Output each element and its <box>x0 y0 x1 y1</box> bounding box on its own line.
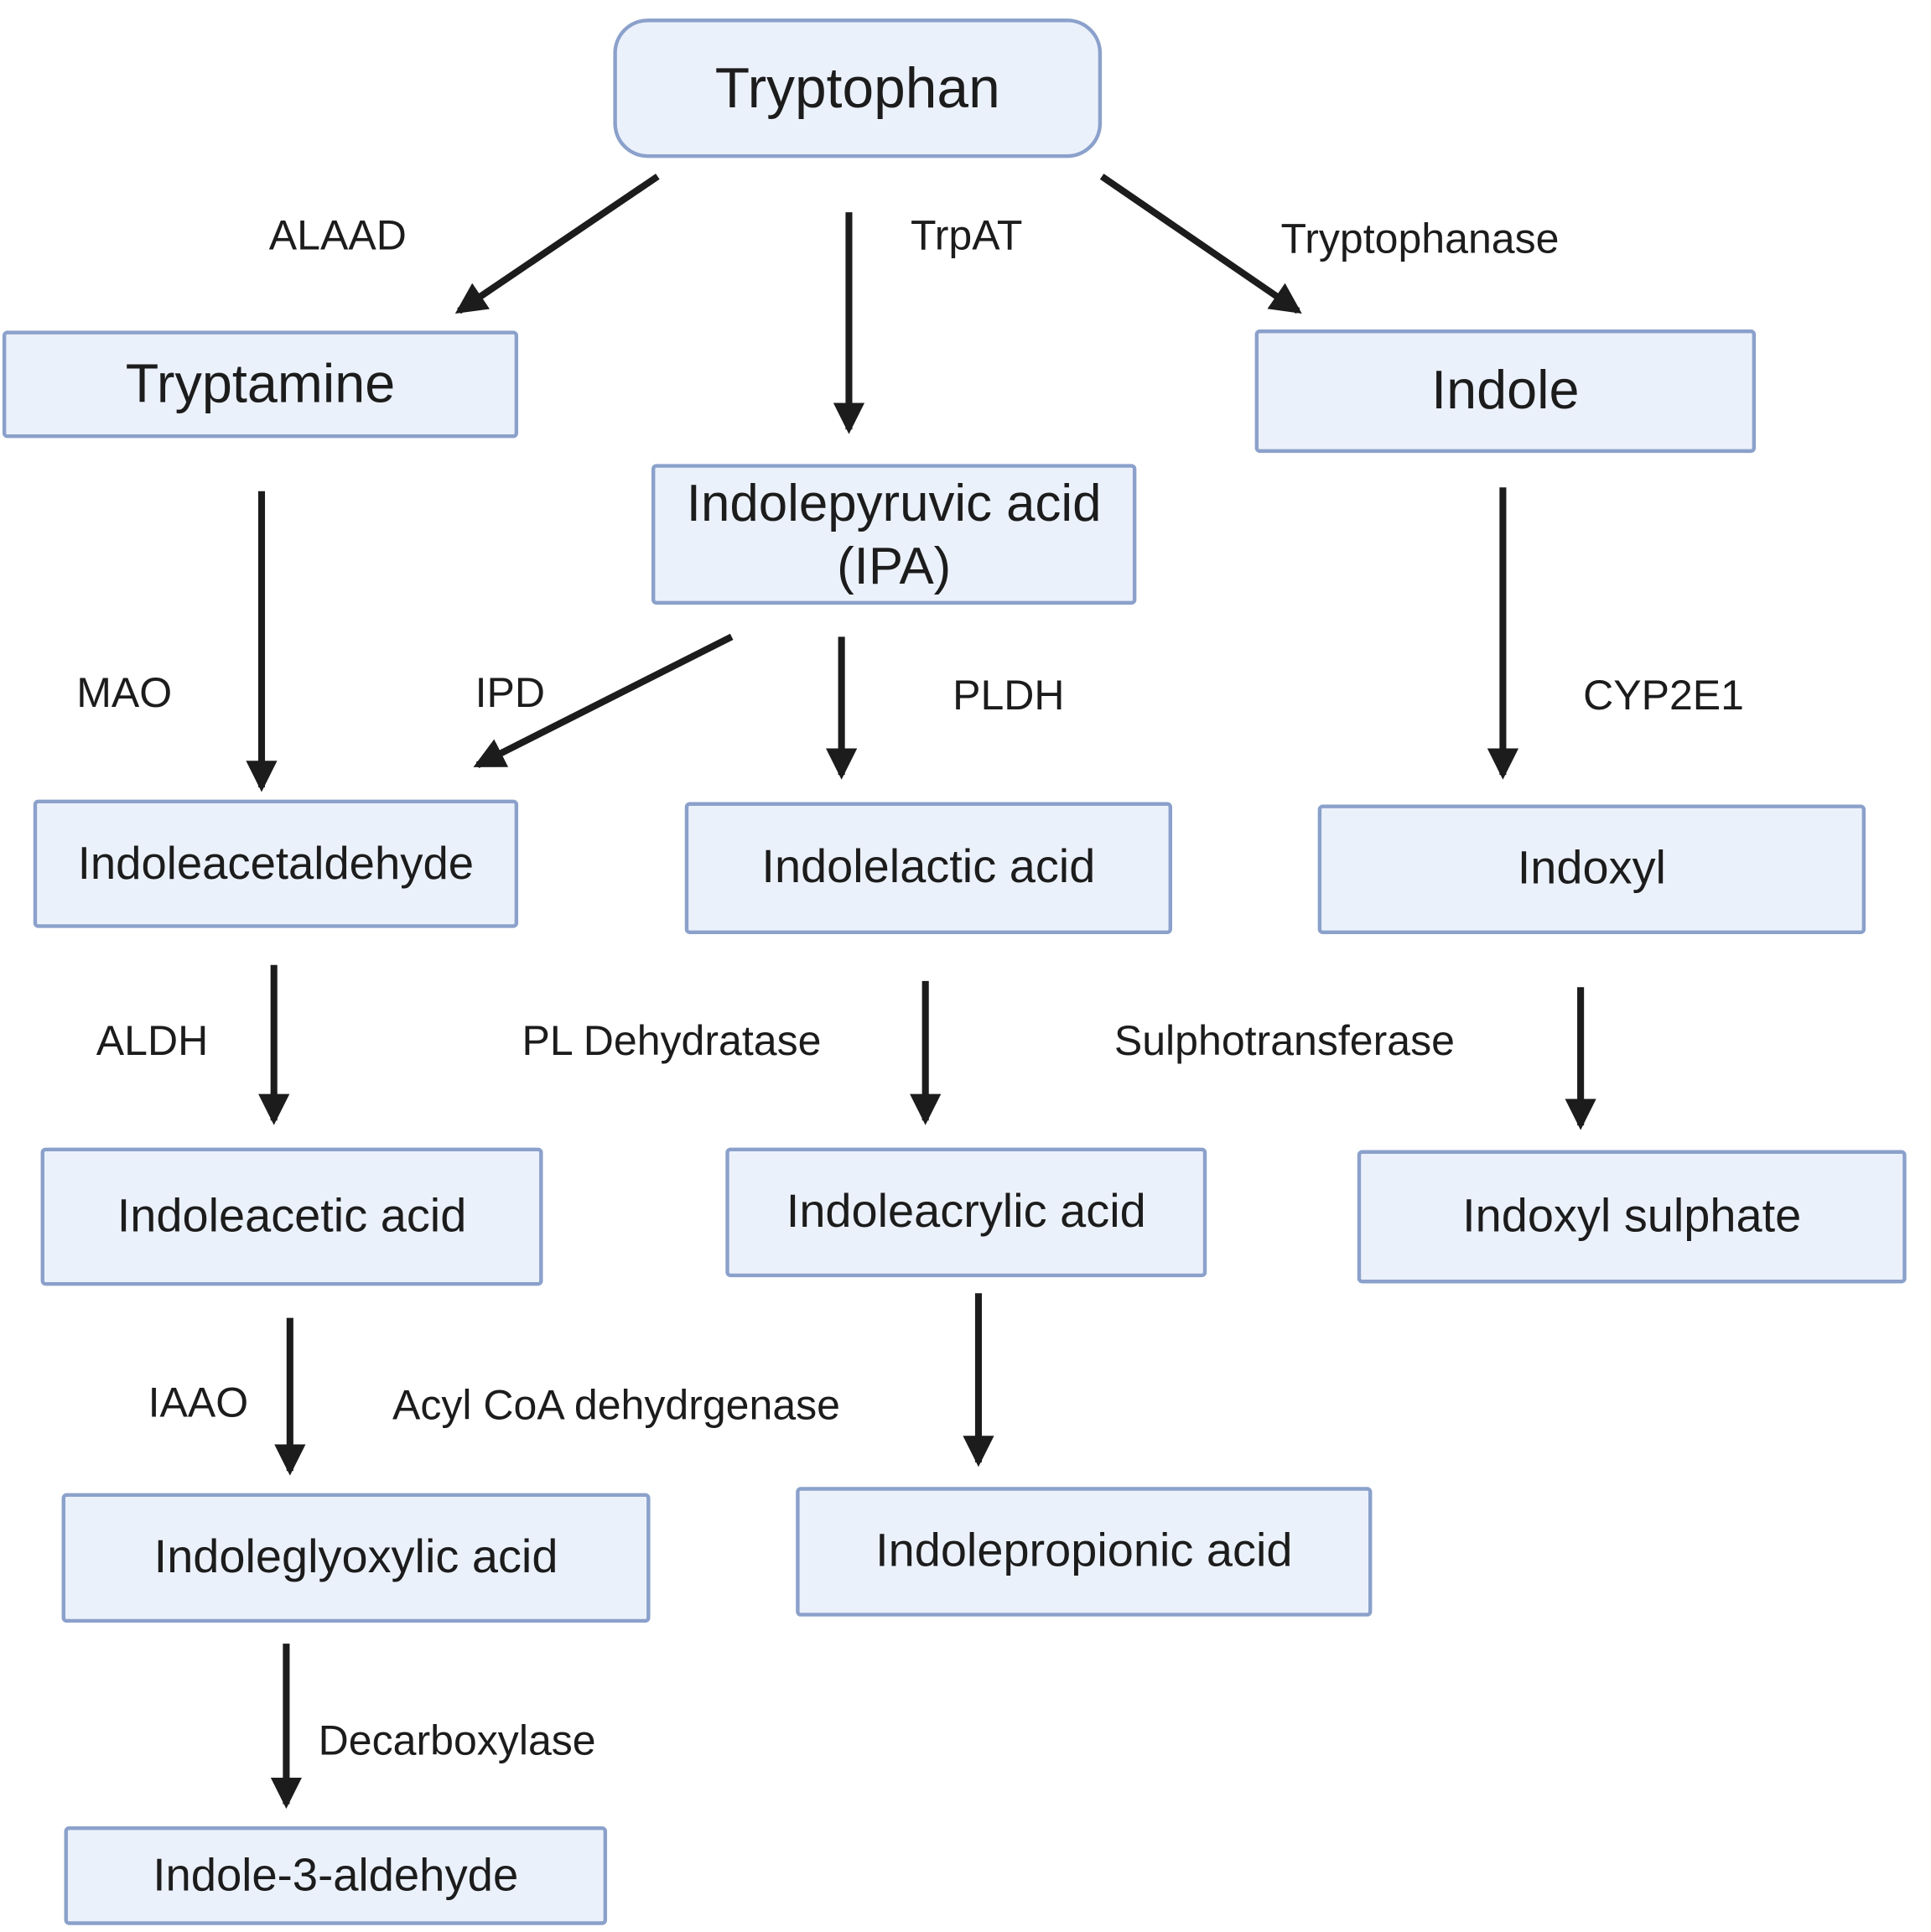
node-indole-3-aldehyde: Indole-3-aldehyde <box>64 1826 608 1925</box>
node-tryptamine: Tryptamine <box>2 330 519 439</box>
enzyme-label-cyp2e1: CYP2E1 <box>1583 673 1744 719</box>
node-indolepyruvic-acid-line2: (IPA) <box>837 537 952 595</box>
enzyme-label-acyl-coa-dehydrgenase: Acyl CoA dehydrgenase <box>392 1382 841 1430</box>
node-tryptophan: Tryptophan <box>613 18 1103 158</box>
arrow-ipa-to-indoleacetaldehyde <box>473 633 734 769</box>
node-indoxyl-sulphate: Indoxyl sulphate <box>1357 1150 1907 1284</box>
enzyme-label-iaao: IAAO <box>148 1379 249 1427</box>
enzyme-label-pldh: PLDH <box>953 673 1065 719</box>
node-indole: Indole <box>1254 329 1757 454</box>
arrow-tryptophan-to-tryptamine <box>454 174 660 314</box>
node-indolepyruvic-acid: Indolepyruvic acid (IPA) <box>651 464 1137 605</box>
node-indoleglyoxylic-acid: Indoleglyoxylic acid <box>61 1493 651 1623</box>
node-indoleacetic-acid: Indoleacetic acid <box>40 1147 543 1286</box>
enzyme-label-trpat: TrpAT <box>911 212 1023 260</box>
enzyme-label-mao: MAO <box>76 670 173 717</box>
enzyme-label-sulphotransferase: Sulphotransferase <box>1113 1018 1455 1065</box>
enzyme-label-tryptophanase: Tryptophanase <box>1280 216 1560 263</box>
arrow-tryptophan-to-indole <box>1099 174 1302 314</box>
node-indoxyl: Indoxyl <box>1317 804 1866 935</box>
node-indoleacrylic-acid: Indoleacrylic acid <box>725 1147 1207 1278</box>
node-indolelactic-acid: Indolelactic acid <box>684 802 1173 935</box>
enzyme-label-aldh: ALDH <box>96 1018 209 1065</box>
enzyme-label-ipd: IPD <box>475 670 545 717</box>
node-indolepyruvic-acid-line1: Indolepyruvic acid <box>686 473 1102 532</box>
enzyme-label-pl-dehydratase: PL Dehydratase <box>522 1018 822 1065</box>
node-indolepropionic-acid: Indolepropionic acid <box>796 1487 1373 1617</box>
enzyme-label-decarboxylase: Decarboxylase <box>318 1717 596 1765</box>
node-indoleacetaldehyde: Indoleacetaldehyde <box>33 799 519 928</box>
enzyme-label-alaad: ALAAD <box>268 212 407 260</box>
